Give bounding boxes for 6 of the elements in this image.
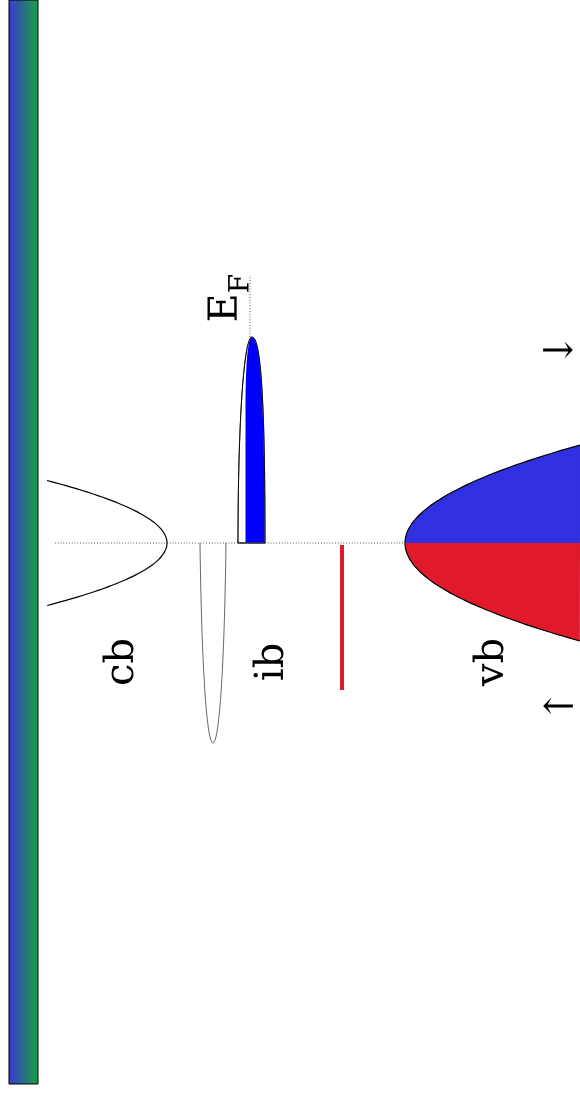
spin-arrow: ↑ — [543, 697, 573, 715]
band-label: ib — [252, 644, 284, 680]
spin-arrow: ↓ — [543, 341, 573, 359]
band-label: vb — [472, 639, 504, 687]
fermi-level-label: E$_{F}$ — [207, 275, 249, 321]
band-label: cb — [102, 640, 134, 684]
